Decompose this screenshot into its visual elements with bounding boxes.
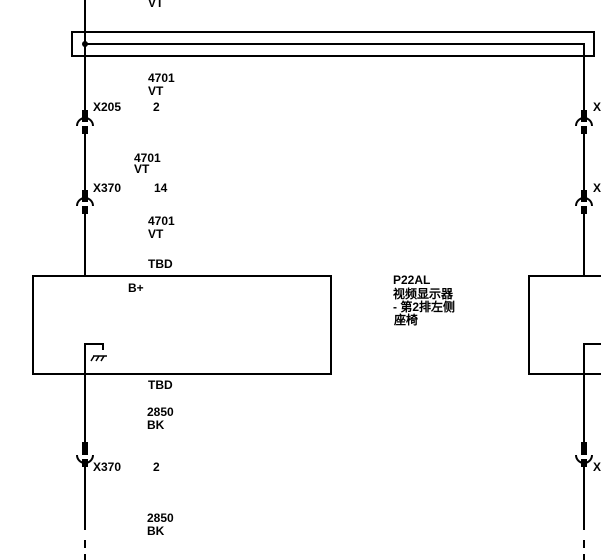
module-name-line: - 第2排左侧 [393,299,455,314]
wire-color: VT [134,162,150,176]
connector-name: X370 [93,181,121,195]
connector-pin: 2 [153,460,160,474]
shield-box [71,31,595,57]
ground-icon [84,343,107,374]
wire-color: VT [148,84,164,98]
ground-trace-right [583,343,601,374]
module-name-line: 视频显示器 [393,286,454,301]
module-id: P22AL [393,273,430,287]
wire-color: VT [148,227,164,241]
module-pin-top: TBD [148,257,173,271]
wire-color: BK [147,418,165,432]
connector-x205 [76,110,94,134]
connector-name-right: X [593,460,601,474]
module-power-label: B+ [128,281,144,295]
top-wire-color: VT [148,0,164,10]
wire-number: 4701 [134,151,161,165]
connector-right-middle [575,190,593,214]
connector-x370-upper [76,190,94,214]
connector-name-right: X [593,181,601,195]
module-pin-bottom: TBD [148,378,173,392]
connector-right-lower [575,442,593,467]
wire-number: 2850 [147,511,174,525]
connector-right-upper [575,110,593,134]
module-box-right [528,275,601,375]
module-box [32,275,332,375]
shield-trace [84,0,585,110]
wire-color: BK [147,524,165,538]
module-name-line: 座椅 [393,312,418,327]
connector-name: X370 [93,460,121,474]
wire-number: 4701 [148,71,175,85]
wire-number: 2850 [147,405,174,419]
connector-name-right: X [593,100,601,114]
wire-number: 4701 [148,214,175,228]
connector-pin: 14 [154,181,168,195]
connector-name: X205 [93,100,121,114]
connector-pin: 2 [153,100,160,114]
connector-x370-lower [76,442,94,467]
